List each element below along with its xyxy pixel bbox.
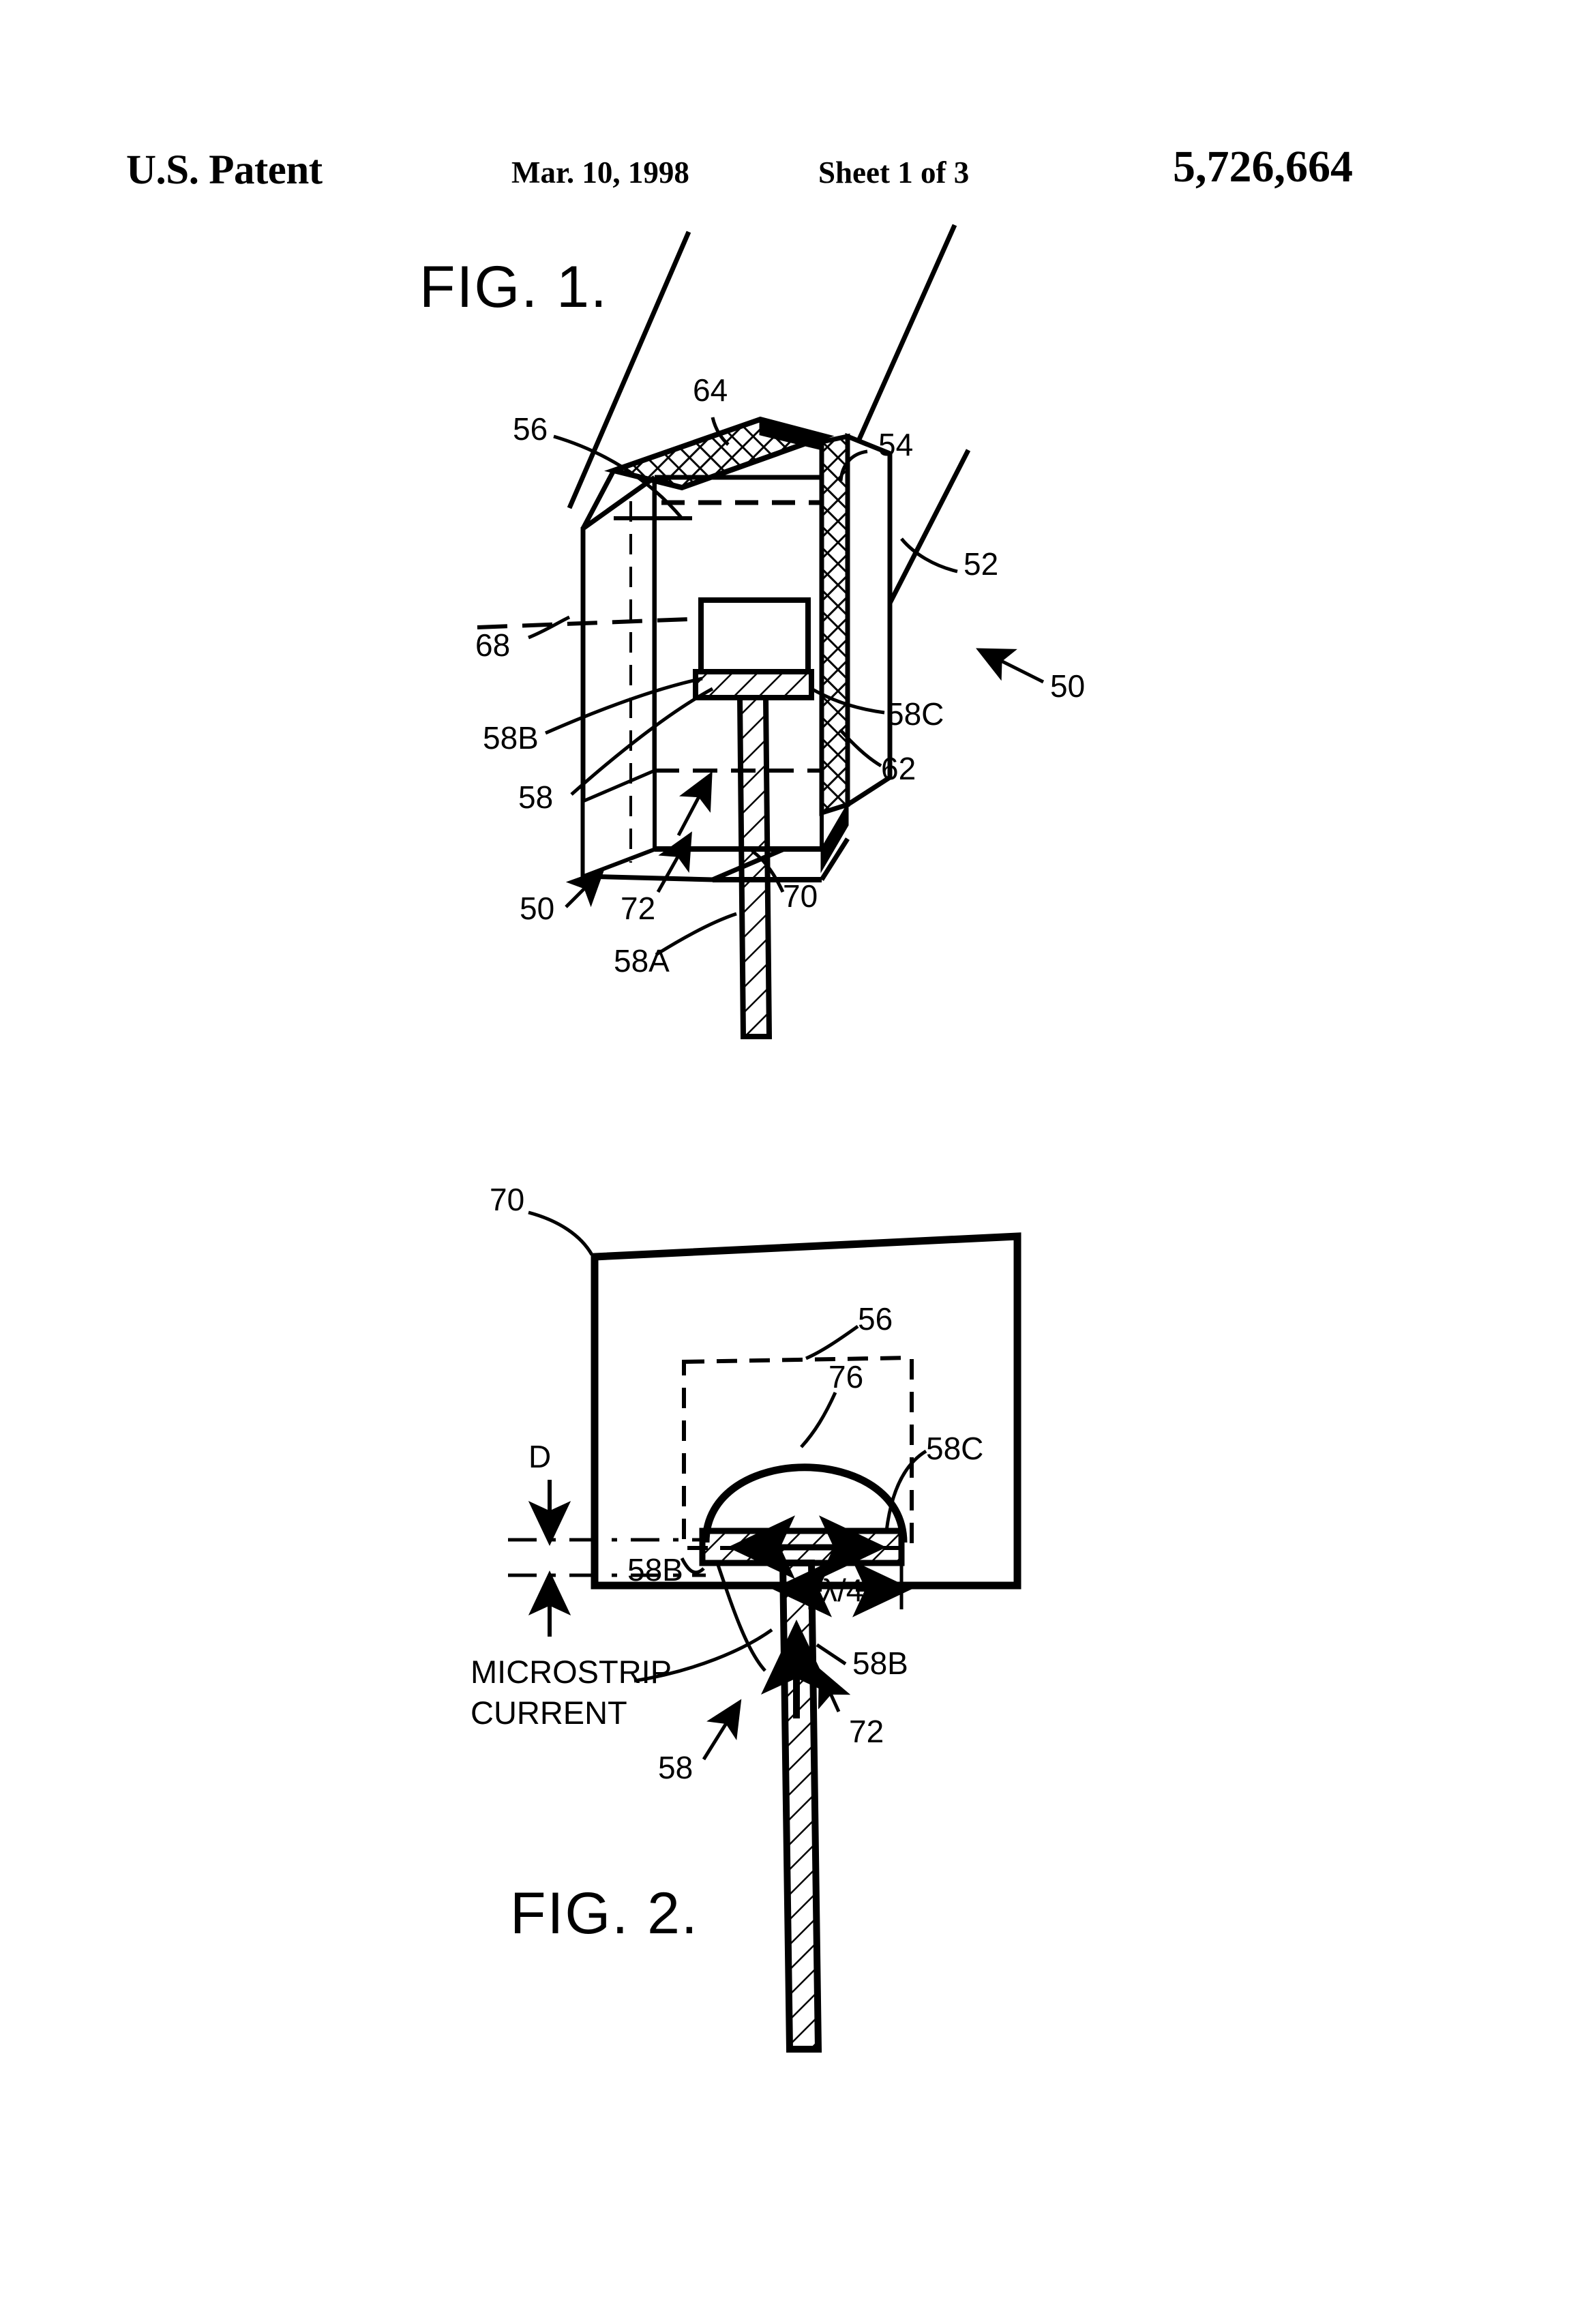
patent-number: 5,726,664 <box>1173 142 1353 192</box>
ref-58A-fig1: 58A <box>614 943 670 979</box>
ground-plane-line-left <box>567 230 691 509</box>
microstrip-58A <box>736 695 773 1039</box>
dimension-label-lambda-quarter: λ/4 <box>822 1573 863 1608</box>
ref-76-fig2: 76 <box>829 1359 863 1395</box>
leader-50-right <box>976 648 1045 684</box>
ref-52-fig1: 52 <box>964 546 998 582</box>
leader-58B-fig2-upper <box>680 1557 705 1575</box>
patent-header: U.S. Patent Mar. 10, 1998 Sheet 1 of 3 5… <box>0 142 1582 228</box>
cavity-aperture-56 <box>698 597 811 674</box>
leader-58A <box>655 912 737 957</box>
microstrip-strip-fig2 <box>779 1560 822 2053</box>
cavity-outer-right-slab-54 <box>845 432 893 809</box>
leader-58 <box>570 687 714 796</box>
ref-50-fig1-right: 50 <box>1050 668 1085 704</box>
ref-68-fig1: 68 <box>475 627 510 663</box>
ref-56-fig2: 56 <box>858 1301 893 1337</box>
centre-line-68 <box>477 617 689 629</box>
cavity-top-left-bevel <box>580 469 616 530</box>
leader-52 <box>900 537 958 573</box>
ref-58-fig1: 58 <box>518 779 553 815</box>
cavity-flange-right-edge <box>820 837 850 881</box>
ref-72-fig1: 72 <box>621 891 655 926</box>
leader-56 <box>553 434 683 520</box>
leader-68 <box>528 615 571 640</box>
leader-56-fig2 <box>805 1324 859 1360</box>
ref-54-fig1: 54 <box>878 427 913 462</box>
ref-58B-fig1: 58B <box>483 720 539 756</box>
leader-58B <box>544 676 703 735</box>
leader-58C-fig2 <box>884 1449 927 1532</box>
ref-58C-fig1: 58C <box>886 696 944 732</box>
microstrip-current-line1: MICROSTRIP <box>471 1654 672 1690</box>
cavity-left-top-edge <box>581 475 657 531</box>
sheet-number: Sheet 1 of 3 <box>818 155 970 190</box>
field-dome-76 <box>702 1463 908 1543</box>
leader-microstrip-curve <box>715 1562 766 1672</box>
figure-1-group: FIG. 1. <box>419 224 1085 1039</box>
leader-62 <box>839 728 882 768</box>
leader-70 <box>751 849 785 893</box>
patent-date: Mar. 10, 1998 <box>511 155 689 190</box>
ref-62-fig1: 62 <box>881 751 916 786</box>
microstrip-current-line2: CURRENT <box>471 1695 627 1731</box>
leader-58-fig2 <box>702 1699 742 1761</box>
ref-58-fig2: 58 <box>658 1750 693 1785</box>
ref-56-fig1: 56 <box>513 411 548 447</box>
cavity-right-wall-62 <box>819 433 850 816</box>
ref-64-fig1: 64 <box>693 372 728 408</box>
ref-58B-fig2-upper: 58B <box>627 1552 683 1588</box>
leader-72-arrow-upper <box>676 771 713 837</box>
leader-76-fig2 <box>800 1391 837 1448</box>
ref-70-fig2: 70 <box>490 1182 524 1217</box>
ref-72-fig2: 72 <box>849 1714 884 1749</box>
leader-72-fig2 <box>818 1667 851 1713</box>
leader-64 <box>711 417 730 446</box>
leader-72-arrow <box>656 831 692 893</box>
leader-50-left <box>565 867 606 908</box>
ref-50-fig1-left: 50 <box>520 891 554 926</box>
ref-58C-fig2: 58C <box>926 1431 983 1466</box>
figure-2-title: FIG. 2. <box>510 1881 699 1946</box>
leader-58B-fig2-lower <box>816 1643 847 1666</box>
patch-58B <box>693 669 814 700</box>
leader-58C <box>810 687 885 715</box>
ref-58B-fig2-lower: 58B <box>852 1645 908 1681</box>
figure-2-group: 70 56 76 58C D 58B λ/4 MICROSTRIP CURREN… <box>471 1182 1021 2053</box>
leader-54 <box>839 449 868 481</box>
dimension-label-D: D <box>528 1439 551 1474</box>
leader-microstrip-current <box>633 1628 773 1683</box>
leader-70-fig2 <box>528 1210 594 1256</box>
cavity-bottom-right-bevel <box>820 801 849 874</box>
figure-1-title: FIG. 1. <box>419 254 608 320</box>
ref-70-fig1: 70 <box>783 878 818 914</box>
patent-office-label: U.S. Patent <box>126 147 323 193</box>
